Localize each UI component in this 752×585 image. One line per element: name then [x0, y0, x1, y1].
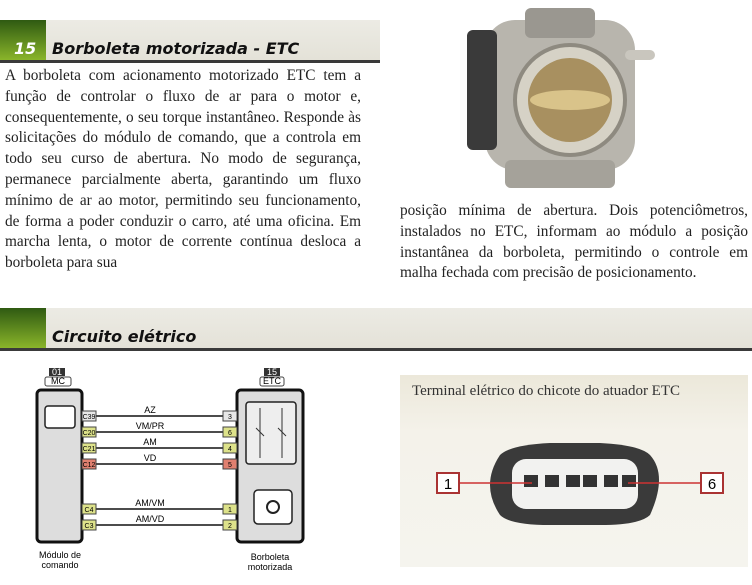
throttle-body-photo	[455, 0, 665, 200]
etc-pin-label: 2	[228, 523, 232, 530]
section-title-circuit: Circuito elétrico	[52, 327, 197, 346]
mc-pin	[81, 458, 97, 470]
wire-color-label: VD	[144, 453, 157, 463]
mc-pin	[81, 503, 97, 515]
connector-caption: Terminal elétrico do chicote do atuador …	[412, 383, 681, 399]
etc-pin-label: 6	[228, 430, 232, 437]
etc-pin-label: 5	[228, 462, 232, 469]
mc-tag: MC	[51, 376, 65, 386]
potentiometer-icon	[245, 401, 297, 465]
mc-pin-label: C20	[83, 430, 96, 437]
mc-pin	[81, 519, 97, 531]
etc-label-1: Borboleta	[251, 552, 290, 562]
etc-label-2: motorizada	[248, 562, 293, 572]
mc-pin-label: C21	[83, 446, 96, 453]
pin-label-1: 1	[444, 476, 452, 493]
etc-pin	[222, 503, 238, 515]
mc-pin	[81, 426, 97, 438]
etc-pin	[222, 410, 238, 422]
etc-pin-label: 3	[228, 414, 232, 421]
mc-pin-label: C12	[83, 462, 96, 469]
etc-code: 15	[267, 368, 277, 377]
chip-icon	[44, 405, 76, 429]
mc-code: 01	[52, 368, 62, 377]
etc-pin	[222, 426, 238, 438]
mc-pin-label: C39	[83, 414, 96, 421]
mc-pin-label: C4	[85, 507, 94, 514]
etc-pin	[222, 442, 238, 454]
etc-pin	[222, 458, 238, 470]
body-text-left: A borboleta com acionamento motorizado E…	[5, 67, 361, 272]
etc-tag: ETC	[263, 376, 282, 386]
wire-color-label: AZ	[144, 405, 156, 415]
wire-color-label: VM/PR	[136, 421, 165, 431]
wire-color-label: AM/VM	[135, 498, 165, 508]
motor-icon	[253, 489, 293, 525]
body-text-right: posição mínima de abertura. Dois potenci…	[400, 202, 748, 282]
etc-pin-label: 1	[228, 507, 232, 514]
wiring-diagram: 01 MC Módulo de comando 15 ETC Borboleta…	[20, 367, 320, 580]
section-number-badge: 15	[0, 20, 46, 60]
mc-label-1: Módulo de	[39, 550, 81, 560]
section-header-circuit: Circuito elétrico	[0, 308, 752, 351]
mc-pin	[81, 410, 97, 422]
section-header-etc: 15 Borboleta motorizada - ETC	[0, 20, 380, 63]
etc-pin	[222, 519, 238, 531]
section-number: 15	[14, 39, 37, 58]
wire-color-label: AM	[143, 437, 157, 447]
section-title: Borboleta motorizada - ETC	[52, 39, 300, 58]
section-color-badge	[0, 308, 46, 348]
mc-pin-label: C3	[85, 523, 94, 530]
etc-pin-label: 4	[228, 446, 232, 453]
connector-panel: Terminal elétrico do chicote do atuador …	[400, 375, 748, 567]
mc-label-2: comando	[41, 560, 78, 570]
mc-pin	[81, 442, 97, 454]
pin-label-6: 6	[708, 476, 716, 493]
wire-color-label: AM/VD	[136, 514, 165, 524]
